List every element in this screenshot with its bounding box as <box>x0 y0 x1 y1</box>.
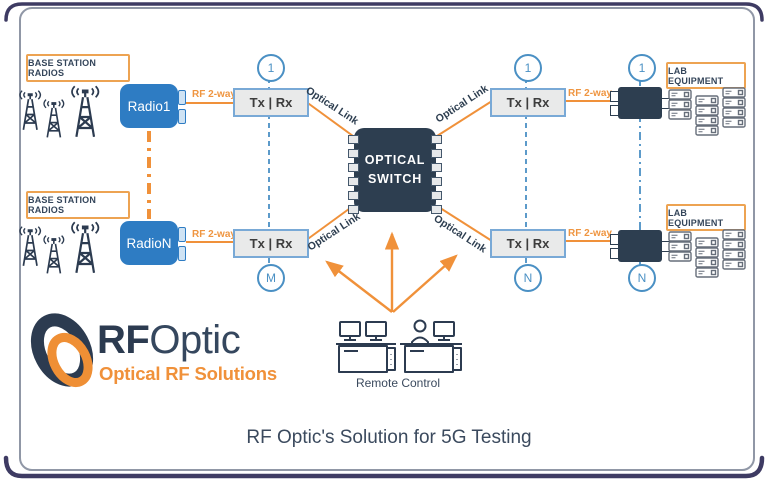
optical-link-line-right-top <box>436 100 493 137</box>
optical-link-line-left-top <box>304 100 354 137</box>
port-circle-radio-chain-bottom: M <box>257 264 285 292</box>
rf-2way-label-left-top: RF 2-way <box>192 89 236 100</box>
antenna-towers-icon-top <box>19 85 100 138</box>
server-rack-icons-bottom <box>668 229 746 278</box>
rfof-converter-top <box>610 87 670 119</box>
converter-port-tab <box>610 248 619 259</box>
logo-text: RFOptic <box>97 318 241 362</box>
radio-port-tab <box>178 246 186 261</box>
optical-switch-label: OPTICAL SWITCH <box>364 152 426 186</box>
logo-optic: Optic <box>149 318 241 362</box>
logo-swoosh-icon <box>30 313 94 387</box>
txrx-box-left-top: Tx | Rx <box>233 88 309 117</box>
txrx-box-right-top: Tx | Rx <box>490 88 566 117</box>
rf-2way-label-left-bottom: RF 2-way <box>192 229 236 240</box>
port-circle-lab-chain-bottom: N <box>514 264 542 292</box>
server-rack-icons-top <box>668 87 746 136</box>
converter-port-tab <box>610 234 619 245</box>
antenna-towers-icon-bottom <box>19 221 100 274</box>
radion-node: RadioN <box>120 221 186 265</box>
txrx-box-right-bottom: Tx | Rx <box>490 229 566 258</box>
converter-port-tab <box>610 105 619 116</box>
remote-control-label: Remote Control <box>355 376 441 390</box>
base-station-label-top: BASE STATION RADIOS <box>26 54 130 82</box>
rf-2way-label-right-top: RF 2-way <box>568 88 612 99</box>
remote-control-icon <box>336 319 462 373</box>
rfof-converter-bottom <box>610 230 670 262</box>
rf-2way-label-right-bottom: RF 2-way <box>568 228 612 239</box>
converter-port-tab <box>610 91 619 102</box>
port-circle-converter-bottom: N <box>628 264 656 292</box>
lab-equipment-label-top: LAB EQUIPMENT <box>666 62 746 89</box>
port-circle-lab-chain-top: 1 <box>514 54 542 82</box>
diagram-title: RF Optic's Solution for 5G Testing <box>246 427 532 448</box>
remote-control-arrows <box>325 231 458 313</box>
switch-pins-left <box>348 135 359 214</box>
inner-frame <box>19 7 755 471</box>
txrx-box-left-bottom: Tx | Rx <box>233 229 309 258</box>
radio-port-tab <box>178 90 186 105</box>
optical-link-line-left-bottom <box>304 205 354 242</box>
port-circle-radio-chain-top: 1 <box>257 54 285 82</box>
radio-port-tab <box>178 227 186 242</box>
optical-switch-node: OPTICAL SWITCH <box>348 128 442 214</box>
base-station-label-bottom: BASE STATION RADIOS <box>26 191 130 219</box>
logo-tagline: Optical RF Solutions <box>99 363 277 384</box>
radio-port-tab <box>178 109 186 124</box>
lab-equipment-label-bottom: LAB EQUIPMENT <box>666 204 746 231</box>
switch-pins-right <box>431 135 442 214</box>
port-circle-converter-top: 1 <box>628 54 656 82</box>
optical-link-line-right-bottom <box>436 205 493 242</box>
radio1-node: Radio1 <box>120 84 186 128</box>
frame-bottom-bar <box>3 455 765 479</box>
logo-rf: RF <box>97 318 150 362</box>
frame-top-bar <box>4 2 764 22</box>
